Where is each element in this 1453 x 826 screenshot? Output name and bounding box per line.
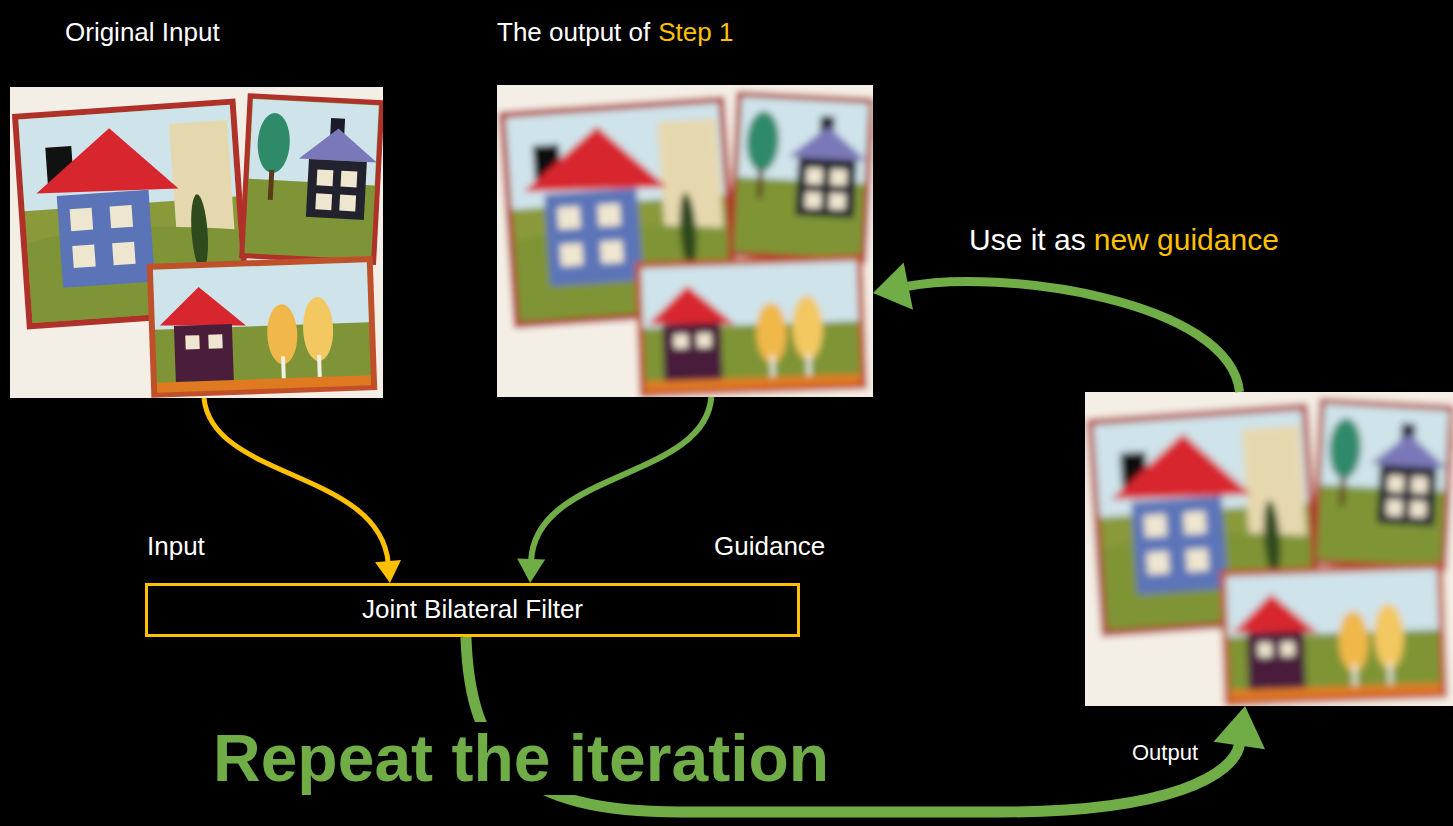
photo-output: [1085, 392, 1453, 706]
arrow-line: [531, 397, 711, 561]
image-heading: Output: [1132, 740, 1198, 766]
photo-step1: [497, 85, 873, 397]
edge-label: Repeat the iteration: [209, 722, 833, 795]
image-heading: The output of Step 1: [497, 17, 733, 48]
blurred-image: [1085, 392, 1453, 706]
heading-text: Step 1: [658, 17, 733, 48]
arrowhead: [873, 263, 913, 310]
craft-image: [10, 87, 383, 398]
heading-text: Original Input: [65, 17, 220, 48]
note-text: Use it as: [969, 222, 1086, 258]
flow-arrow: [517, 397, 711, 583]
arrowhead: [517, 558, 545, 583]
note-text: new guidance: [1094, 222, 1279, 258]
photo-original: [10, 87, 383, 398]
edge-label: Guidance: [710, 532, 829, 561]
image-panel: The output ofStep 1: [497, 85, 873, 397]
craft-image: [1085, 392, 1453, 706]
craft-image: [497, 85, 873, 397]
arrow-line: [204, 398, 388, 563]
image-panel: Original Input: [10, 87, 383, 398]
image-heading: Original Input: [65, 17, 220, 48]
arrowhead: [1214, 706, 1265, 749]
image-panel: Output: [1085, 392, 1453, 706]
arrowhead: [375, 560, 401, 583]
note-line: Use it asnew guidance: [969, 222, 1279, 258]
arrow-line: [906, 281, 1239, 392]
heading-text: The output of: [497, 17, 650, 48]
photo-ground: [1085, 392, 1453, 706]
flow-arrow: [873, 263, 1240, 392]
blurred-image: [497, 85, 873, 397]
filter-box: Joint Bilateral Filter: [145, 583, 800, 637]
heading-text: Output: [1132, 740, 1198, 766]
box-text: Joint Bilateral Filter: [362, 594, 583, 625]
photo-ground: [497, 85, 873, 397]
flow-arrow: [204, 398, 401, 583]
edge-label: Input: [143, 532, 209, 561]
